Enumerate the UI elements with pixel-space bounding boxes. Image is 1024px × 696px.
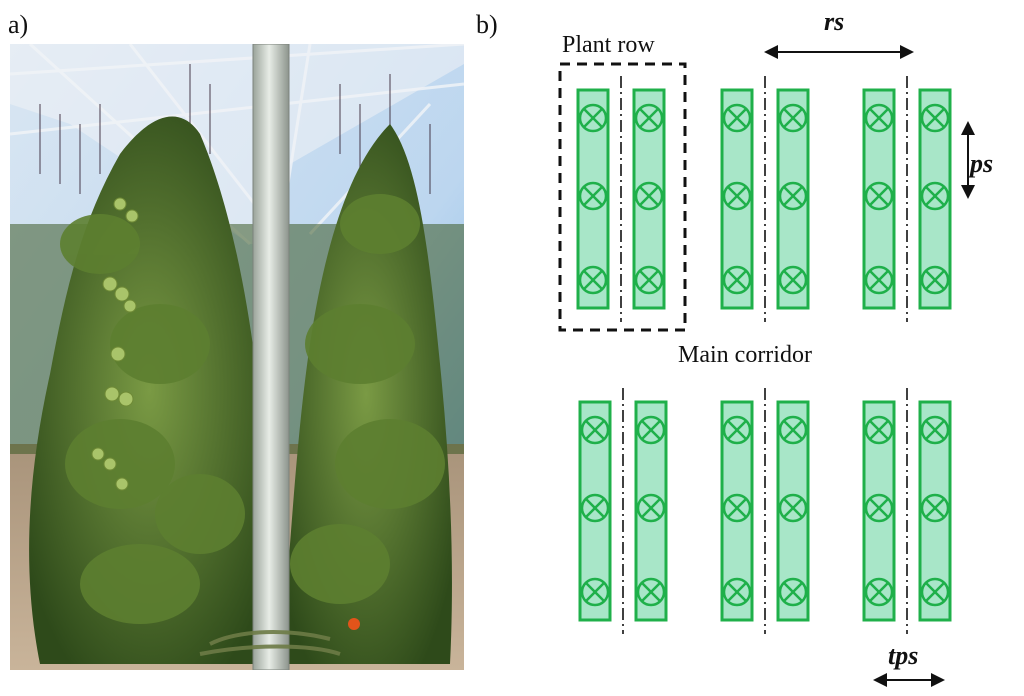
plant-circle-cross-icon <box>778 577 808 607</box>
plant-circle-cross-icon <box>864 265 894 295</box>
plant-circle-cross-icon <box>636 493 666 523</box>
rs-double-arrow-icon <box>764 45 914 59</box>
center-lines-layer <box>620 76 908 634</box>
panel-label-a: a) <box>8 10 29 39</box>
plant-circle-cross-icon <box>864 493 894 523</box>
panel-label-b: b) <box>476 10 498 39</box>
planting-bed <box>862 88 896 310</box>
plant-circle-cross-icon <box>920 103 950 133</box>
beds-layer <box>576 88 952 622</box>
greenhouse-photo <box>10 44 464 670</box>
plant-circle-cross-icon <box>580 577 610 607</box>
plant-circle-cross-icon <box>578 265 608 295</box>
ps-label: ps <box>968 149 993 178</box>
planting-bed <box>578 400 612 622</box>
planting-bed <box>776 88 810 310</box>
plant-circle-cross-icon <box>920 265 950 295</box>
planting-bed <box>776 400 810 622</box>
planting-bed <box>634 400 668 622</box>
plant-circle-cross-icon <box>920 577 950 607</box>
plant-circle-cross-icon <box>722 181 752 211</box>
plant-circle-cross-icon <box>778 415 808 445</box>
plant-circle-cross-icon <box>634 265 664 295</box>
plant-circle-cross-icon <box>920 415 950 445</box>
plant-row-label: Plant row <box>562 32 655 58</box>
planting-bed <box>918 88 952 310</box>
plant-circle-cross-icon <box>634 103 664 133</box>
plant-circle-cross-icon <box>636 415 666 445</box>
plant-circle-cross-icon <box>580 493 610 523</box>
plant-circle-cross-icon <box>722 577 752 607</box>
planting-bed <box>862 400 896 622</box>
planting-bed <box>918 400 952 622</box>
planting-layout-diagram: Plant row Main corridor rs ps tps <box>520 0 1024 696</box>
plant-circle-cross-icon <box>580 415 610 445</box>
plant-circle-cross-icon <box>778 493 808 523</box>
plant-circle-cross-icon <box>722 493 752 523</box>
tps-label: tps <box>888 641 918 670</box>
plant-row-frame <box>558 62 687 332</box>
planting-bed <box>576 88 610 310</box>
main-corridor-label: Main corridor <box>678 342 812 368</box>
planting-bed <box>632 88 666 310</box>
planting-layout-svg: Plant row Main corridor rs ps tps <box>558 7 993 687</box>
greenhouse-photo-illustration <box>10 44 464 670</box>
plant-circle-cross-icon <box>864 577 894 607</box>
plant-circle-cross-icon <box>864 181 894 211</box>
plant-circle-cross-icon <box>636 577 666 607</box>
plant-circle-cross-icon <box>778 103 808 133</box>
plant-circle-cross-icon <box>920 493 950 523</box>
plant-circle-cross-icon <box>778 265 808 295</box>
plant-circle-cross-icon <box>778 181 808 211</box>
plant-circle-cross-icon <box>722 415 752 445</box>
plant-circle-cross-icon <box>578 181 608 211</box>
rs-label: rs <box>824 7 844 36</box>
plant-circle-cross-icon <box>722 103 752 133</box>
tps-double-arrow-icon <box>873 673 945 687</box>
plant-circle-cross-icon <box>634 181 664 211</box>
plant-circle-cross-icon <box>722 265 752 295</box>
plant-circle-cross-icon <box>578 103 608 133</box>
plant-circle-cross-icon <box>864 415 894 445</box>
ps-double-arrow-icon <box>961 121 975 199</box>
plant-circle-cross-icon <box>864 103 894 133</box>
planting-bed <box>720 400 754 622</box>
planting-bed <box>720 88 754 310</box>
plant-circle-cross-icon <box>920 181 950 211</box>
